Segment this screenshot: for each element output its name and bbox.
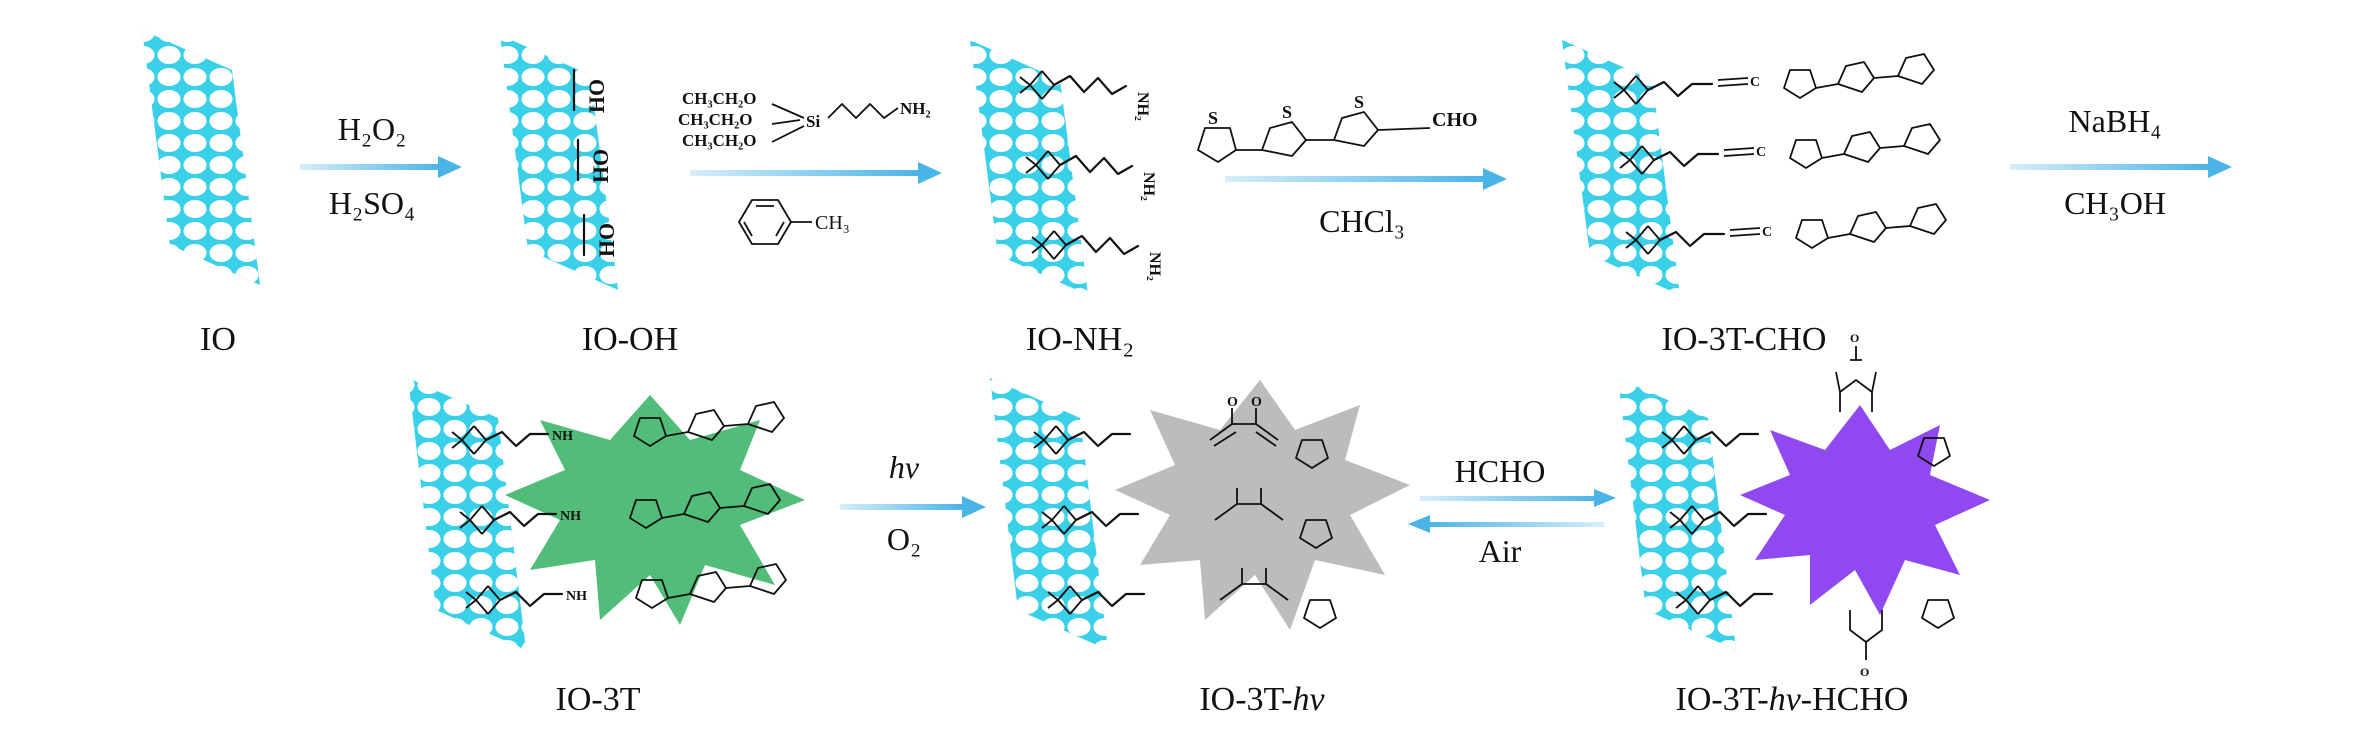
- hcho-o-bottom: O: [1860, 665, 1869, 679]
- electrode-io-3t-hv: O O: [990, 378, 1410, 650]
- terthiophene-aldehyde: S S S CHO: [1197, 92, 1478, 163]
- step4-reductant: NaBH₄: [2069, 103, 2162, 139]
- label-io-3t-hv-hcho-italic: hv: [1769, 681, 1802, 718]
- aldehyde-cho: CHO: [1432, 109, 1478, 131]
- label-io-3t-cho: IO-3T-CHO: [1662, 321, 1827, 358]
- step1-acid: H₂SO₄: [329, 185, 415, 221]
- arrow-step6-reverse: [1408, 515, 1604, 533]
- amine-nh-2: NH: [560, 509, 581, 524]
- step6-air: Air: [1479, 533, 1522, 569]
- arrow-step3: [1225, 168, 1507, 190]
- carbonyl-o-2: O: [1251, 395, 1262, 410]
- fluorescence-burst-purple: [1740, 405, 1990, 615]
- label-io-nh2: IO-NH₂: [1026, 321, 1134, 358]
- amine-nh-3: NH: [566, 589, 587, 604]
- label-io-3t-hv-hcho-tail: -HCHO: [1801, 681, 1909, 718]
- label-io-3t-hv-italic: hv: [1293, 681, 1326, 718]
- toluene-structure: CH₃: [738, 199, 850, 245]
- hydroxyl-groups: HO HO HO: [584, 79, 619, 257]
- label-io: IO: [200, 321, 236, 358]
- nh2-end-3: NH₂: [1146, 252, 1163, 281]
- label-io-3t-hv-hcho-main: IO-3T-: [1676, 681, 1769, 718]
- oh-group-2: HO: [588, 149, 613, 183]
- electrode-io-nh2: NH₂ NH₂ NH₂: [970, 40, 1163, 295]
- carbonyl-o-1: O: [1227, 395, 1238, 410]
- label-io-3t-hv: IO-3T-hv: [1199, 681, 1325, 718]
- step1-reagent: H₂O₂: [338, 111, 407, 147]
- label-io-oh: IO-OH: [582, 321, 678, 358]
- step6-formaldehyde: HCHO: [1455, 453, 1546, 489]
- step5-oxygen: O₂: [887, 521, 921, 557]
- toluene-methyl: CH₃: [815, 212, 850, 234]
- aptes-ethoxy-3: CH₃CH₂O: [682, 131, 756, 150]
- thiophene-s-2: S: [1282, 102, 1292, 122]
- aptes-si: Si: [806, 112, 820, 131]
- electrode-io: [142, 30, 260, 285]
- label-io-3t-hv-hcho: IO-3T-hv-HCHO: [1676, 681, 1909, 718]
- imine-ch-3: C: [1762, 225, 1772, 240]
- electrode-io-3t-hv-hcho: O O: [1618, 331, 1990, 679]
- label-io-3t: IO-3T: [556, 681, 641, 718]
- step5-light: hv: [889, 449, 920, 485]
- aptes-amine: NH₂: [900, 99, 931, 118]
- aptes-ethoxy-1: CH₃CH₂O: [682, 89, 756, 108]
- arrow-step2: [690, 162, 942, 184]
- imine-ch-2: C: [1756, 145, 1766, 160]
- thiophene-s-3: S: [1354, 92, 1364, 112]
- step3-solvent: CHCl₃: [1319, 203, 1405, 239]
- aptes-ethoxy-2: CH₃CH₂O: [678, 110, 752, 129]
- nh2-end-2: NH₂: [1140, 172, 1157, 201]
- svg-text:IO-3T-hv-HCHO: IO-3T-hv-HCHO: [1676, 681, 1909, 718]
- aptes-reagent: CH₃CH₂O CH₃CH₂O CH₃CH₂O Si NH₂: [678, 89, 931, 150]
- oh-group-1: HO: [584, 79, 609, 113]
- step4-solvent: CH₃OH: [2064, 185, 2166, 221]
- electrode-io-oh: [500, 35, 618, 290]
- nh2-end-1: NH₂: [1134, 92, 1151, 121]
- imine-ch-1: C: [1750, 75, 1760, 90]
- amine-nh-1: NH: [552, 429, 573, 444]
- arrow-step1: [300, 156, 462, 178]
- electrode-io-3t-cho: C C C: [1562, 40, 1947, 295]
- fluorescence-burst-green: [505, 395, 805, 625]
- electrode-io-3t: NH NH NH: [408, 378, 805, 650]
- arrow-step5: [840, 496, 986, 518]
- svg-text:IO-3T-hv: IO-3T-hv: [1199, 681, 1325, 718]
- hcho-o-top: O: [1850, 331, 1859, 345]
- arrow-step6-forward: [1420, 489, 1616, 507]
- arrow-step4: [2010, 156, 2232, 178]
- label-io-3t-hv-main: IO-3T-: [1199, 681, 1292, 718]
- thiophene-s-1: S: [1208, 108, 1218, 128]
- oh-group-3: HO: [594, 223, 619, 257]
